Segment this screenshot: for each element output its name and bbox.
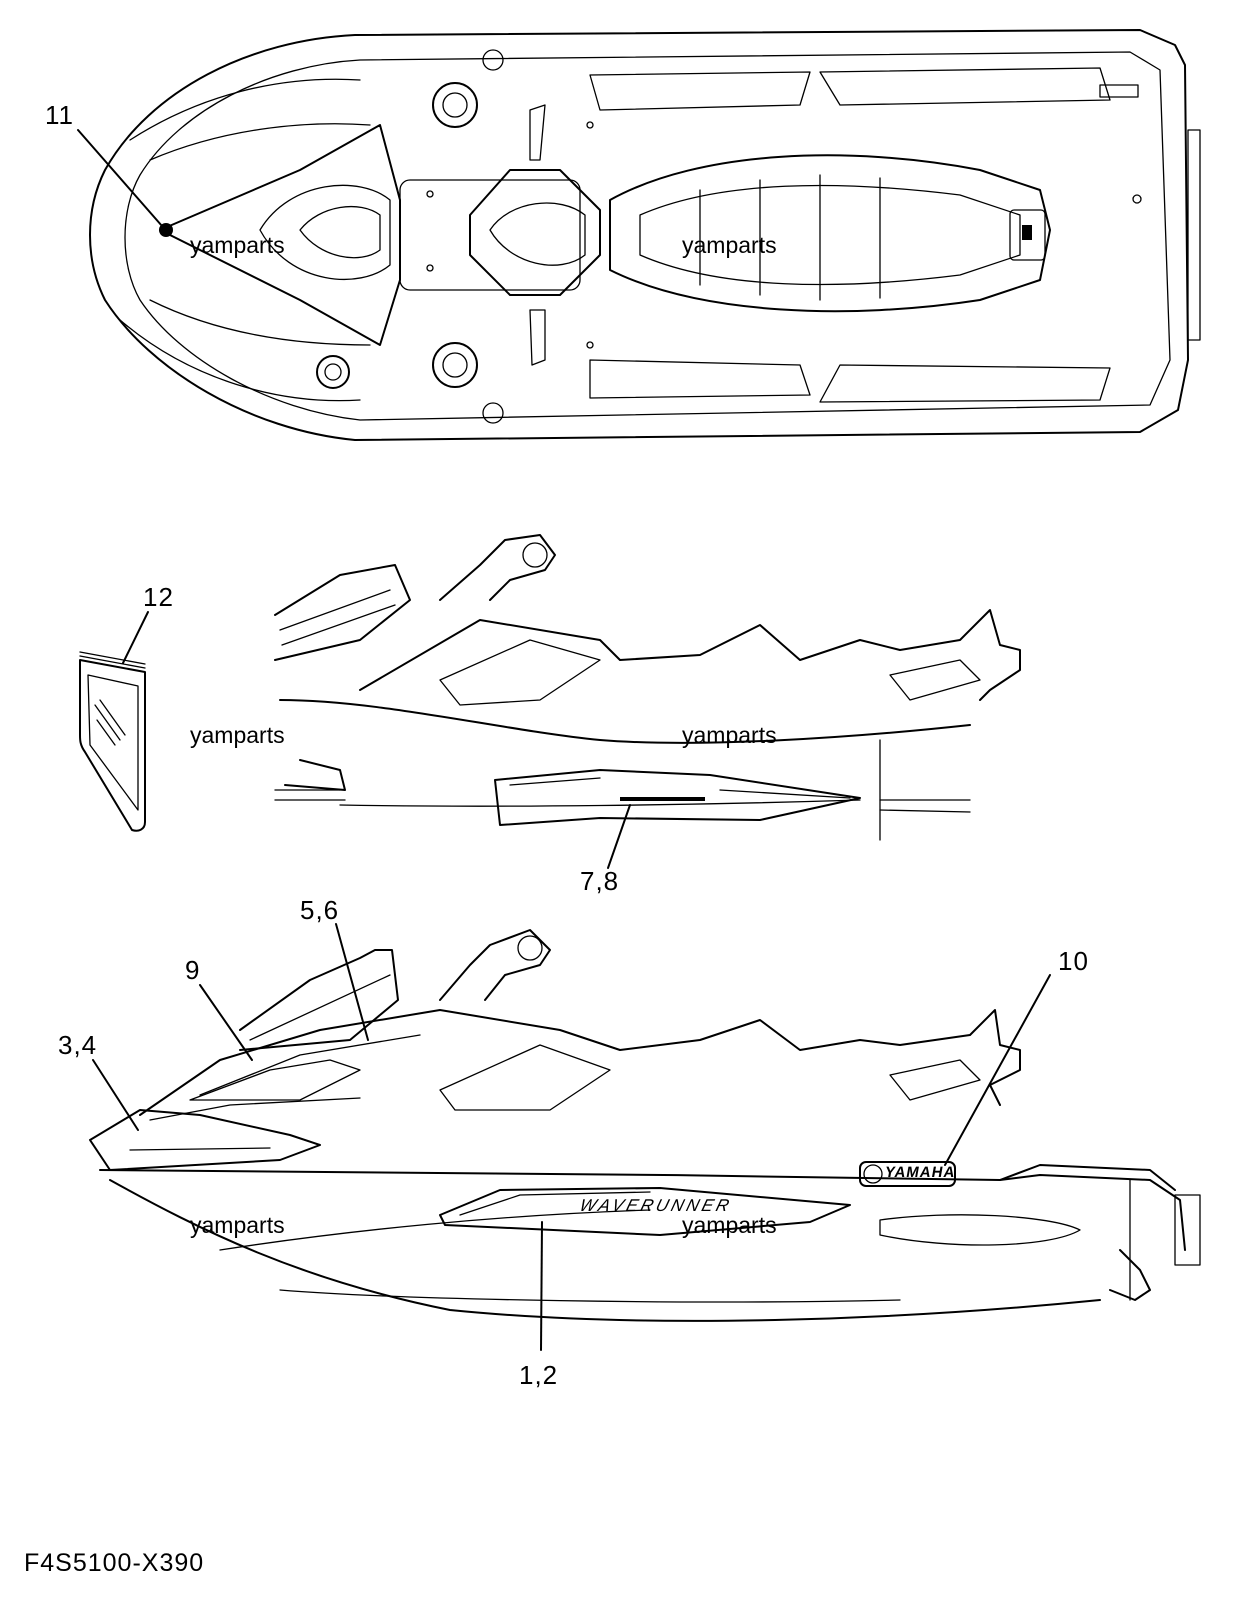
side-view-upper-watercraft [274,534,1021,841]
watermark: yamparts [190,722,285,748]
watermark: yamparts [190,232,285,258]
callout-5-6: 5,6 [300,895,340,925]
watermark: yamparts [682,1212,777,1238]
callout-3-4: 3,4 [58,1030,98,1060]
callout-7-8: 7,8 [580,866,620,896]
watermark: yamparts [190,1212,285,1238]
side-view-lower-watercraft [89,929,1201,1322]
callout-1-2: 1,2 [519,1360,559,1390]
watermark: yamparts [682,722,777,748]
callout-10: 10 [1058,946,1089,976]
part-code: F4S5100-X390 [24,1549,205,1577]
leader-lines [77,129,1051,1351]
yamaha-decal-text: YAMAHA [883,1164,957,1181]
top-view-watercraft [89,29,1201,441]
watermark: yamparts [682,232,777,258]
waverunner-decal-text: WAVERUNNER [577,1196,735,1215]
callout-9: 9 [185,955,201,985]
callout-11: 11 [45,100,74,130]
decal-sheet-illustration [79,651,146,832]
callout-12: 12 [143,582,174,612]
